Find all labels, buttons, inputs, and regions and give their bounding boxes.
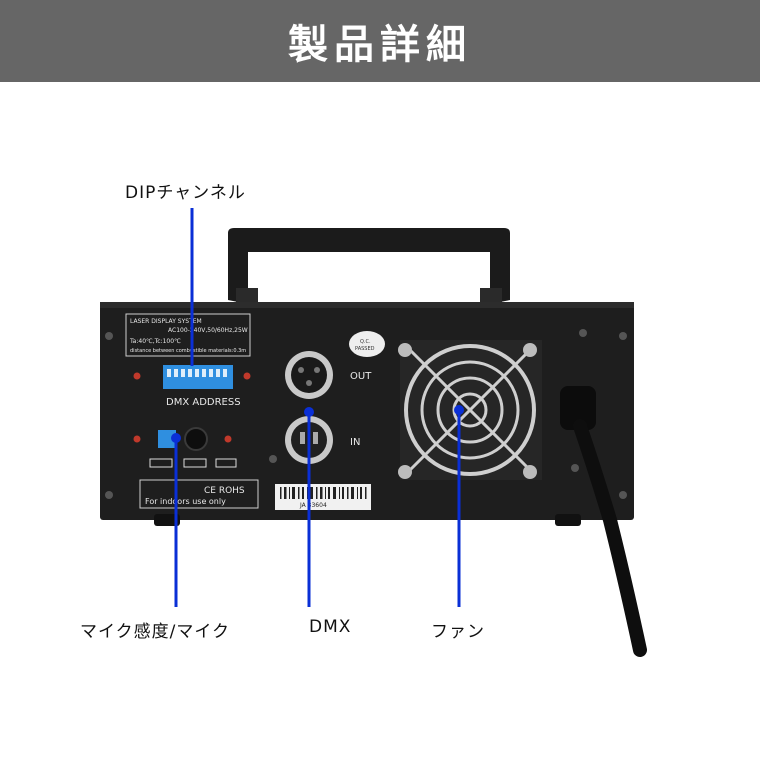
fan-screw-icon: [523, 465, 537, 479]
screw-icon: [619, 491, 627, 499]
led-icon: [133, 372, 141, 380]
power-plug: [560, 386, 596, 430]
led-icon: [224, 435, 232, 443]
fan-screw-icon: [523, 343, 537, 357]
barcode: [280, 487, 367, 499]
indoor-text: For indoors use only: [145, 497, 226, 506]
qc-badge: [349, 331, 385, 357]
led-icon: [133, 435, 141, 443]
device-handle: [228, 228, 510, 304]
cert-text: CE ROHS: [204, 486, 245, 496]
serial-text: JA 33604: [299, 502, 327, 509]
out-label: OUT: [350, 371, 372, 382]
handle-hole: [354, 253, 380, 279]
screw-icon: [579, 329, 587, 337]
callout-dot-fan: [454, 405, 464, 415]
fan-screw-icon: [398, 343, 412, 357]
callout-dip-label: DIPチャンネル: [125, 183, 246, 203]
cert-panel: [139, 479, 259, 509]
foot-left: [154, 514, 180, 526]
qc-badge-line: Q.C.: [360, 339, 371, 345]
panel-line: Ta:40℃,Tc:100℃: [129, 338, 181, 345]
screw-icon: [105, 332, 113, 340]
in-label: IN: [350, 437, 360, 448]
chassis-top-edge: [100, 302, 634, 308]
dmx-address-label: DMX ADDRESS: [166, 397, 241, 408]
info-panel: [125, 313, 251, 357]
power-cable: [573, 419, 647, 657]
panel-line: distance between combustible materials:0…: [130, 348, 246, 354]
foot-right: [555, 514, 581, 526]
mic-button: [184, 427, 208, 451]
callout-dmx-label: DMX: [309, 617, 352, 637]
callout-fan-label: ファン: [431, 622, 485, 642]
fan-screw-icon: [398, 465, 412, 479]
screw-icon: [105, 491, 113, 499]
callout-dot-mic: [171, 433, 181, 443]
qc-badge-line: PASSED: [355, 346, 375, 352]
serial-label: [275, 484, 371, 510]
dip-switch-keys: [167, 369, 227, 377]
led-icon: [243, 372, 251, 380]
screw-icon: [269, 455, 277, 463]
mode-icons: [149, 458, 237, 468]
header-banner: 製品詳細: [0, 0, 760, 82]
callout-dot-dmx: [304, 407, 314, 417]
callout-mic-label: マイク感度/マイク: [80, 622, 231, 642]
page-title: 製品詳細: [288, 22, 472, 68]
panel-line: LASER DISPLAY SYSTEM: [130, 318, 202, 325]
fan-guard-icon: [404, 344, 536, 476]
mic-sensitivity-pot: [158, 430, 176, 448]
screw-icon: [619, 332, 627, 340]
screw-icon: [571, 464, 579, 472]
panel-line: AC100-240V,50/60Hz,25W: [168, 327, 248, 334]
